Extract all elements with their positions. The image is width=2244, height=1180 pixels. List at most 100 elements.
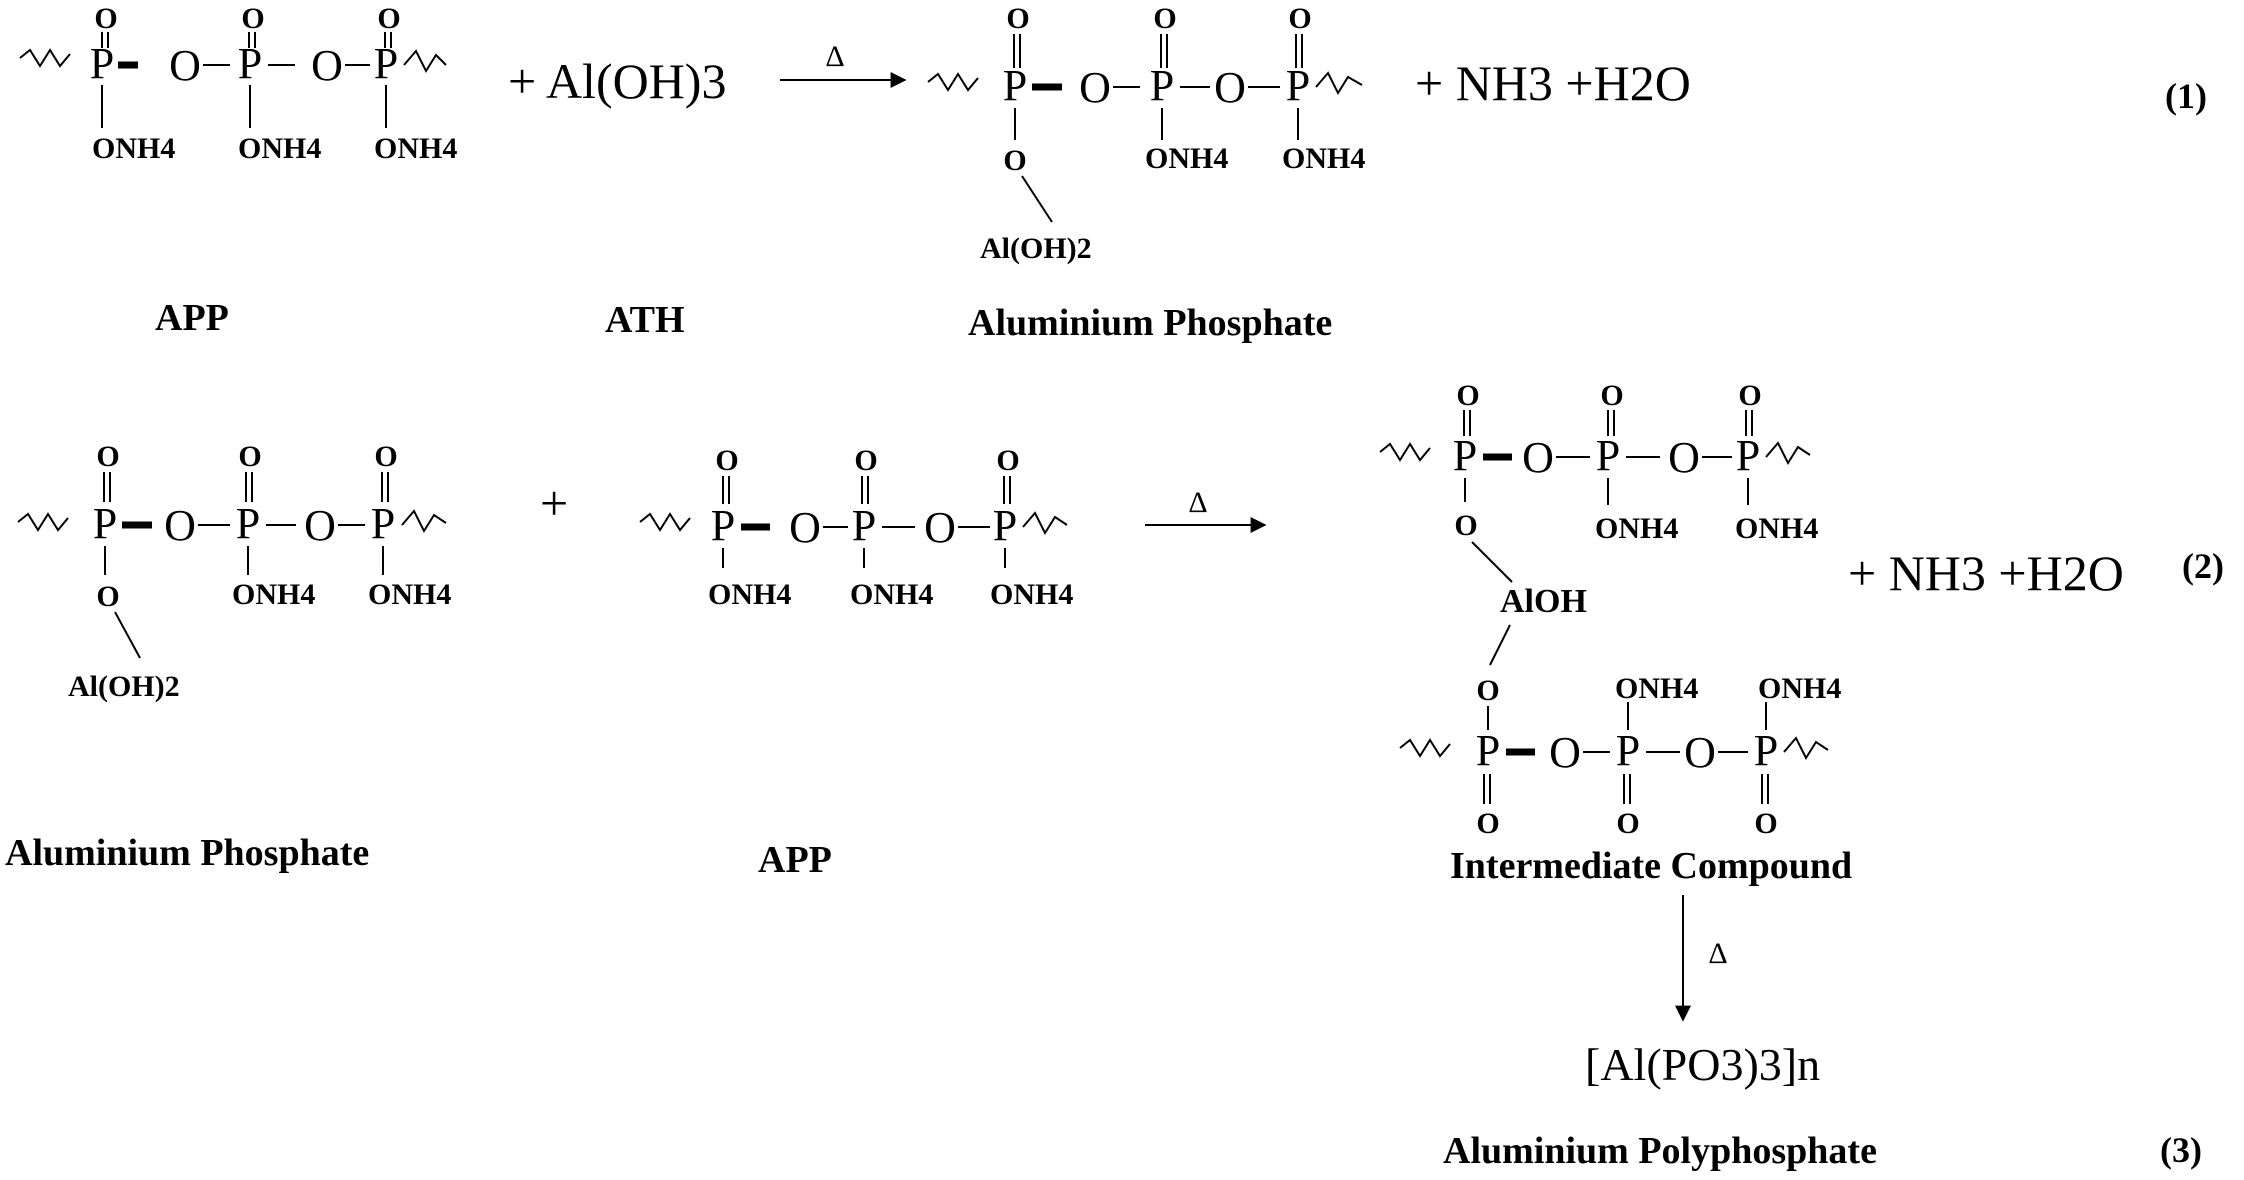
ath-reagent: + Al(OH)3 [508,53,726,109]
oxo-oxygen: O [238,440,261,473]
oxygen-atom: O [169,41,201,90]
oxo-oxygen: O [94,2,117,35]
oxo-oxygen: O [1456,379,1479,412]
phosphorus-atom: P [1616,726,1640,775]
oxygen-atom: O [1214,63,1246,112]
byproducts: + NH3 +H2O [1848,545,2124,601]
byproducts: + NH3 +H2O [1415,55,1691,111]
bridging-oxygen: O [1454,509,1477,542]
ammonium-phosphate-group: ONH4 [92,132,175,165]
al-o-bond [1489,624,1511,666]
aluminium-hydroxide-group: Al(OH)2 [68,670,180,703]
label-aluminium-phosphate: Aluminium Phosphate [968,302,1332,344]
oxygen-atom: O [789,503,821,552]
oxo-oxygen: O [854,444,877,477]
label-intermediate-compound: Intermediate Compound [1450,845,1852,887]
oxo-oxygen: O [715,444,738,477]
oxo-oxygen: O [1754,807,1777,840]
phosphorus-atom: P [93,499,117,548]
oxo-oxygen: O [1476,807,1499,840]
heat-symbol: Δ [1188,486,1207,519]
ammonium-phosphate-group: ONH4 [1282,142,1365,175]
ammonium-phosphate-group: ONH4 [1758,672,1841,705]
ammonium-phosphate-group: ONH4 [368,578,451,611]
phosphorus-atom: P [371,499,395,548]
oxo-oxygen: O [1616,807,1639,840]
chain-end-wave [403,49,447,74]
oxygen-atom: O [164,501,196,550]
label-app: APP [155,297,229,339]
heat-symbol: Δ [825,40,844,73]
oxo-oxygen: O [996,444,1019,477]
oxygen-atom: O [1522,433,1554,482]
oxo-oxygen: O [1600,379,1623,412]
label-aluminium-polyphosphate: Aluminium Polyphosphate [1443,1130,1877,1172]
o-al-bond [1021,175,1053,223]
chain-end-wave [639,512,691,532]
oxygen-atom: O [311,41,343,90]
ammonium-phosphate-group: ONH4 [708,578,791,611]
oxo-oxygen: O [377,2,400,35]
oxygen-atom: O [1549,728,1581,777]
o-al-bond [1471,541,1513,583]
phosphorus-atom: P [1596,431,1620,480]
heat-symbol: Δ [1708,937,1727,970]
phosphorus-atom: P [711,501,735,550]
chain-end-wave [1783,736,1829,761]
oxo-oxygen: O [1288,2,1311,35]
plus-sign: + [540,475,568,531]
ammonium-phosphate-group: ONH4 [850,578,933,611]
aluminium-polyphosphate-formula: [Al(PO3)3]n [1585,1039,1820,1090]
chain-end-wave [927,72,979,92]
chain-end-wave [401,509,447,534]
aluminium-phosphate-chain-reaction1: P O P O P O O O O Al(OH)2 ONH4 ONH4 [927,2,1365,265]
chain-end-wave [1765,441,1811,466]
phosphorus-atom: P [1003,61,1027,110]
bridging-oxygen: O [1003,144,1026,177]
oxygen-atom: O [1668,433,1700,482]
ammonium-phosphate-group: ONH4 [1735,512,1818,545]
phosphorus-atom: P [236,499,260,548]
phosphorus-atom: P [852,501,876,550]
label-ath: ATH [605,299,685,341]
phosphorus-atom: P [993,501,1017,550]
chain-end-wave [1315,71,1363,96]
aluminium-hydroxide-group: Al(OH)2 [980,232,1092,265]
oxo-oxygen: O [241,2,264,35]
oxo-oxygen: O [1738,379,1761,412]
app-chain-reaction1: P O P O P O O O ONH4 ONH4 ONH4 [19,2,457,165]
phosphorus-atom: P [1453,431,1477,480]
chain-end-wave [1379,442,1431,462]
oxo-oxygen: O [1006,2,1029,35]
aluminium-phosphate-chain-reaction2: P O P O P O O O O Al(OH)2 ONH4 ONH4 [17,440,451,703]
bridging-oxygen: O [1476,674,1499,707]
equation-number: (2) [2182,546,2224,586]
chain-end-wave [17,512,69,532]
phosphorus-atom: P [1286,61,1310,110]
ammonium-phosphate-group: ONH4 [238,132,321,165]
app-chain-reaction2: P O P O P O O O ONH4 ONH4 ONH4 [639,444,1073,611]
bridging-oxygen: O [96,580,119,613]
equation-number: (1) [2165,76,2207,116]
chain-end-wave [19,48,71,68]
aluminium-hydroxide-bridge: AlOH [1500,583,1587,620]
ammonium-phosphate-group: ONH4 [1615,672,1698,705]
oxo-oxygen: O [96,440,119,473]
phosphorus-atom: P [1754,726,1778,775]
label-aluminium-phosphate: Aluminium Phosphate [5,832,369,874]
ammonium-phosphate-group: ONH4 [1145,142,1228,175]
ammonium-phosphate-group: ONH4 [990,578,1073,611]
phosphorus-atom: P [1150,61,1174,110]
oxygen-atom: O [924,503,956,552]
equation-number: (3) [2160,1130,2202,1170]
oxo-oxygen: O [374,440,397,473]
oxygen-atom: O [304,501,336,550]
oxygen-atom: O [1079,63,1111,112]
phosphorus-atom: P [1736,431,1760,480]
chain-end-wave [1399,738,1451,758]
ammonium-phosphate-group: ONH4 [232,578,315,611]
label-app: APP [758,839,832,881]
phosphorus-atom: P [1476,726,1500,775]
intermediate-compound-structure: P O P O P O O O O ONH4 ONH4 AlOH O P O [1379,379,1841,840]
